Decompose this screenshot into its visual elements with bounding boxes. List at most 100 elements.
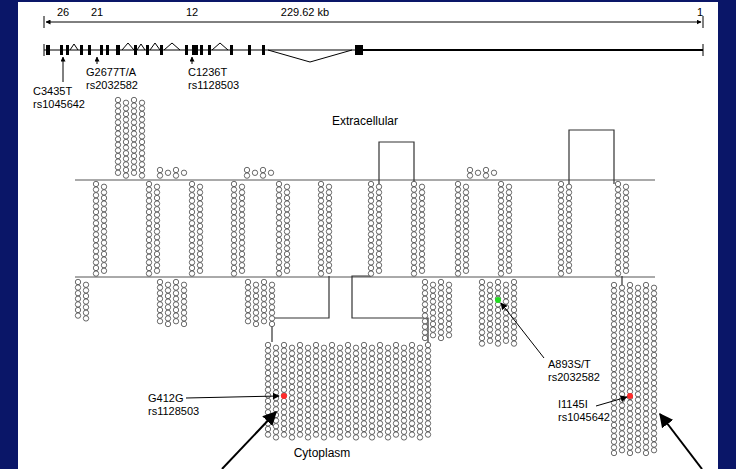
amino-acid-bead <box>643 322 648 327</box>
amino-acid-bead <box>345 398 350 403</box>
amino-acid-bead <box>318 237 323 242</box>
amino-acid-bead <box>611 394 616 399</box>
amino-acid-bead <box>260 173 265 178</box>
amino-acid-bead <box>101 257 106 262</box>
amino-acid-bead <box>430 316 435 321</box>
amino-acid-bead <box>376 184 381 189</box>
amino-acid-bead <box>393 404 398 409</box>
exon-block <box>146 45 149 55</box>
amino-acid-bead <box>376 251 381 256</box>
amino-acid-bead <box>321 362 326 367</box>
amino-acid-bead <box>269 321 274 326</box>
amino-acid-bead <box>498 187 503 192</box>
amino-acid-bead <box>239 229 244 234</box>
amino-acid-bead <box>495 319 500 324</box>
amino-acid-bead <box>244 173 249 178</box>
amino-acid-bead <box>265 404 270 409</box>
amino-acid-bead <box>231 254 236 259</box>
amino-acid-bead <box>289 429 294 434</box>
amino-acid-bead <box>368 209 373 214</box>
amino-acid-bead <box>411 204 416 209</box>
amino-acid-bead <box>619 380 624 385</box>
amino-acid-bead <box>651 448 656 453</box>
amino-acid-bead <box>305 379 310 384</box>
amino-acid-bead <box>422 335 427 340</box>
amino-acid-bead <box>393 387 398 392</box>
amino-acid-bead <box>139 134 144 139</box>
snp-residue <box>627 393 633 399</box>
amino-acid-bead <box>305 435 310 440</box>
amino-acid-bead <box>345 382 350 387</box>
exon-block <box>355 45 363 55</box>
dimension-line <box>44 16 703 28</box>
amino-acid-bead <box>123 173 128 178</box>
amino-acid-bead <box>321 345 326 350</box>
amino-acid-bead <box>131 109 136 114</box>
amino-acid-bead <box>627 288 632 293</box>
variant-name: A893S/T <box>548 358 591 371</box>
amino-acid-bead <box>615 221 620 226</box>
amino-acid-bead <box>455 226 460 231</box>
exon-block <box>60 45 63 55</box>
amino-acid-bead <box>345 348 350 353</box>
exon-block <box>66 45 69 55</box>
amino-acid-bead <box>566 223 571 228</box>
amino-acid-bead <box>623 201 628 206</box>
amino-acid-bead <box>305 424 310 429</box>
amino-acid-bead <box>455 237 460 242</box>
amino-acid-bead <box>422 307 427 312</box>
amino-acid-bead <box>326 212 331 217</box>
amino-acid-bead <box>409 382 414 387</box>
amino-acid-bead <box>417 362 422 367</box>
amino-acid-bead <box>265 342 270 347</box>
amino-acid-bead <box>417 396 422 401</box>
amino-acid-bead <box>611 299 616 304</box>
amino-acid-bead <box>337 401 342 406</box>
amino-acid-bead <box>265 359 270 364</box>
amino-acid-bead <box>479 285 484 290</box>
amino-acid-bead <box>409 359 414 364</box>
amino-acid-bead <box>369 435 374 440</box>
amino-acid-bead <box>83 310 88 315</box>
amino-acid-bead <box>495 285 500 290</box>
amino-acid-bead <box>181 293 186 298</box>
amino-acid-bead <box>261 319 266 324</box>
amino-acid-bead <box>419 240 424 245</box>
amino-acid-bead <box>430 305 435 310</box>
amino-acid-bead <box>165 170 170 175</box>
amino-acid-bead <box>281 415 286 420</box>
amino-acid-bead <box>139 128 144 133</box>
amino-acid-bead <box>619 386 624 391</box>
amino-acid-bead <box>503 327 508 332</box>
amino-acid-bead <box>361 398 366 403</box>
amino-acid-bead <box>417 401 422 406</box>
amino-acid-bead <box>369 418 374 423</box>
amino-acid-bead <box>231 237 236 242</box>
amino-acid-bead <box>611 439 616 444</box>
amino-acid-bead <box>154 263 159 268</box>
amino-acid-bead <box>623 195 628 200</box>
amino-acid-bead <box>479 341 484 346</box>
amino-acid-bead <box>619 414 624 419</box>
amino-acid-bead <box>446 327 451 332</box>
amino-acid-bead <box>368 181 373 186</box>
amino-acid-bead <box>368 271 373 276</box>
exon-block <box>134 45 137 55</box>
amino-acid-bead <box>411 209 416 214</box>
amino-acid-bead <box>615 198 620 203</box>
amino-acid-bead <box>611 322 616 327</box>
amino-acid-bead <box>305 412 310 417</box>
snp-residue <box>281 393 287 399</box>
amino-acid-bead <box>651 285 656 290</box>
amino-acid-bead <box>635 285 640 290</box>
amino-acid-bead <box>495 330 500 335</box>
amino-acid-bead <box>361 393 366 398</box>
amino-acid-bead <box>651 358 656 363</box>
amino-acid-bead <box>337 418 342 423</box>
amino-acid-bead <box>345 410 350 415</box>
amino-acid-bead <box>173 307 178 312</box>
amino-acid-bead <box>318 249 323 254</box>
amino-acid-bead <box>321 412 326 417</box>
amino-acid-bead <box>566 240 571 245</box>
